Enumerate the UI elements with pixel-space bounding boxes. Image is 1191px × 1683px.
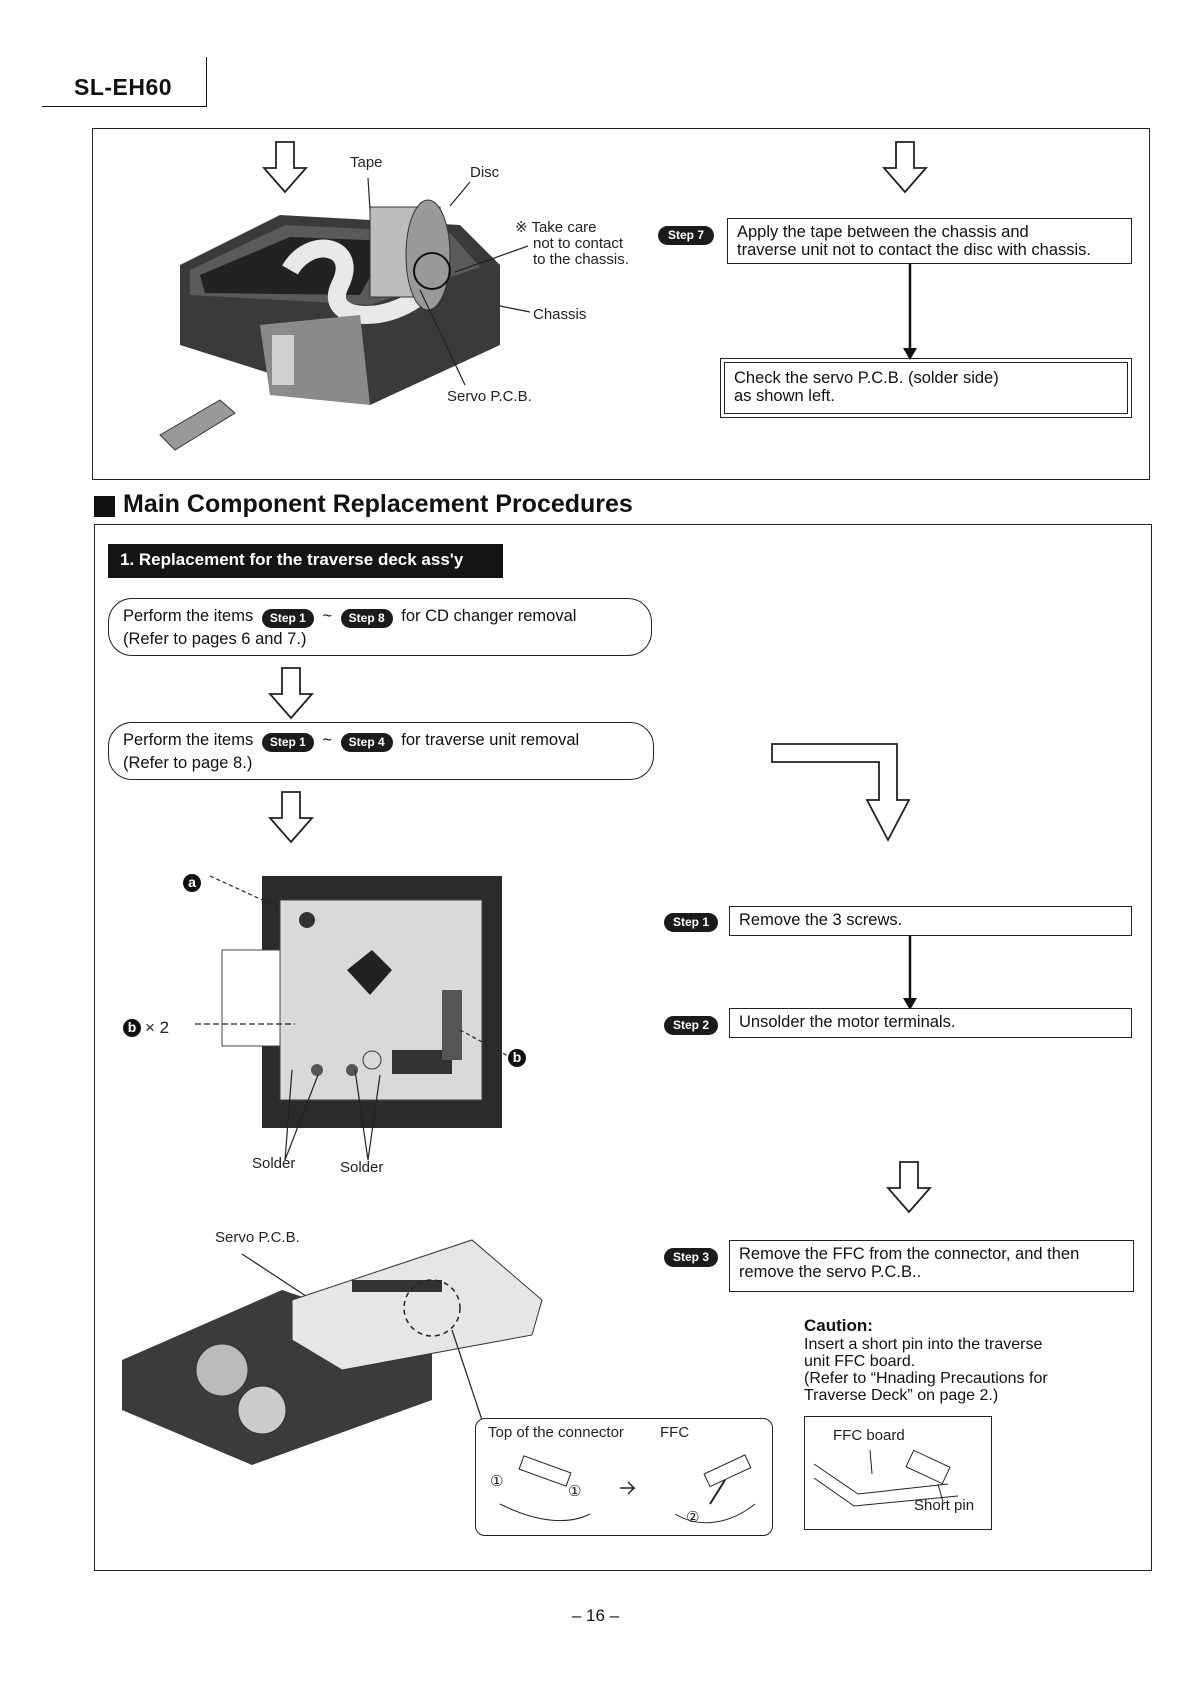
down-arrow-icon	[268, 791, 314, 844]
marker-b-count: × 2	[145, 1018, 170, 1037]
connector-illustration	[499, 1454, 756, 1524]
ffc-board-label: FFC board	[833, 1427, 905, 1444]
step-badge-to: Step 8	[340, 608, 393, 628]
marker-b-icon	[123, 1019, 141, 1037]
servo-pcb-photo	[122, 1239, 543, 1465]
board-leader-lines	[195, 875, 509, 1161]
down-arrow-icon	[262, 141, 308, 194]
chassis-label: Chassis	[533, 306, 587, 323]
step3-instruction: Remove the FFC from the connector, and t…	[729, 1240, 1134, 1292]
step1-instruction: Remove the 3 screws.	[729, 906, 1132, 936]
section-title: Main Component Replacement Procedures	[123, 490, 633, 518]
disc-label: Disc	[470, 164, 500, 181]
prerequisite-pill-2: Perform the items Step 1 ~ Step 4 for tr…	[108, 722, 654, 780]
bent-arrow-icon	[771, 743, 911, 842]
step1-badge: Step 1	[664, 913, 718, 932]
check-servo-box: Check the servo P.C.B. (solder side) as …	[720, 358, 1132, 418]
procedure-panel	[94, 524, 1152, 1571]
step2-instruction: Unsolder the motor terminals.	[729, 1008, 1132, 1038]
flow-arrow-icon	[903, 936, 917, 1010]
step2-badge: Step 2	[664, 1016, 718, 1035]
page-number: – 16 –	[571, 1606, 620, 1625]
connector-mark-1b: ①	[568, 1483, 582, 1500]
down-arrow-icon	[886, 1161, 932, 1214]
short-pin-label: Short pin	[914, 1497, 975, 1514]
step7-badge: Step 7	[658, 226, 714, 245]
step-badge-from: Step 1	[261, 732, 314, 752]
caution-title: Caution:	[804, 1316, 873, 1335]
model-number: SL-EH60	[74, 74, 173, 100]
marker-a-icon	[183, 874, 201, 892]
prerequisite-pill-1: Perform the items Step 1 ~ Step 8 for CD…	[108, 598, 652, 656]
take-care-note: ※ Take care not to contact to the chassi…	[515, 219, 629, 268]
step-badge-to: Step 4	[340, 732, 393, 752]
cd-changer-photo	[159, 199, 500, 451]
ffc-board-illustration	[813, 1449, 959, 1507]
marker-b-left-letter: b	[127, 1019, 137, 1035]
header-divider	[206, 57, 207, 106]
section-bullet	[94, 496, 115, 517]
top-leader-lines	[367, 177, 531, 386]
down-arrow-icon	[268, 667, 314, 720]
connector-top-label: Top of the connector	[488, 1424, 624, 1441]
marker-b-right-letter: b	[512, 1049, 522, 1065]
step7-instruction: Apply the tape between the chassis and t…	[727, 218, 1132, 264]
marker-a-letter: a	[188, 874, 196, 890]
servo-pcb-label: Servo P.C.B.	[447, 388, 532, 405]
top-panel	[92, 128, 1150, 480]
ffc-board-detail-box	[804, 1416, 992, 1530]
connector-mark-2: ②	[686, 1509, 700, 1526]
header-underline	[42, 106, 207, 107]
ffc-label: FFC	[660, 1424, 690, 1441]
step-badge-from: Step 1	[261, 608, 314, 628]
marker-b-icon	[508, 1049, 526, 1067]
flow-arrow-icon	[903, 264, 917, 360]
caution-note: Caution: Insert a short pin into the tra…	[804, 1316, 1048, 1404]
traverse-board-photo	[221, 876, 502, 1128]
solder-label-1: Solder	[252, 1155, 296, 1172]
servo-pcb-label-2: Servo P.C.B.	[215, 1229, 300, 1246]
tape-label: Tape	[350, 154, 383, 171]
solder-label-2: Solder	[340, 1159, 384, 1176]
step3-badge: Step 3	[664, 1248, 718, 1267]
procedure-banner: 1. Replacement for the traverse deck ass…	[108, 544, 503, 578]
down-arrow-icon	[882, 141, 928, 194]
connector-mark-1a: ①	[490, 1473, 504, 1490]
